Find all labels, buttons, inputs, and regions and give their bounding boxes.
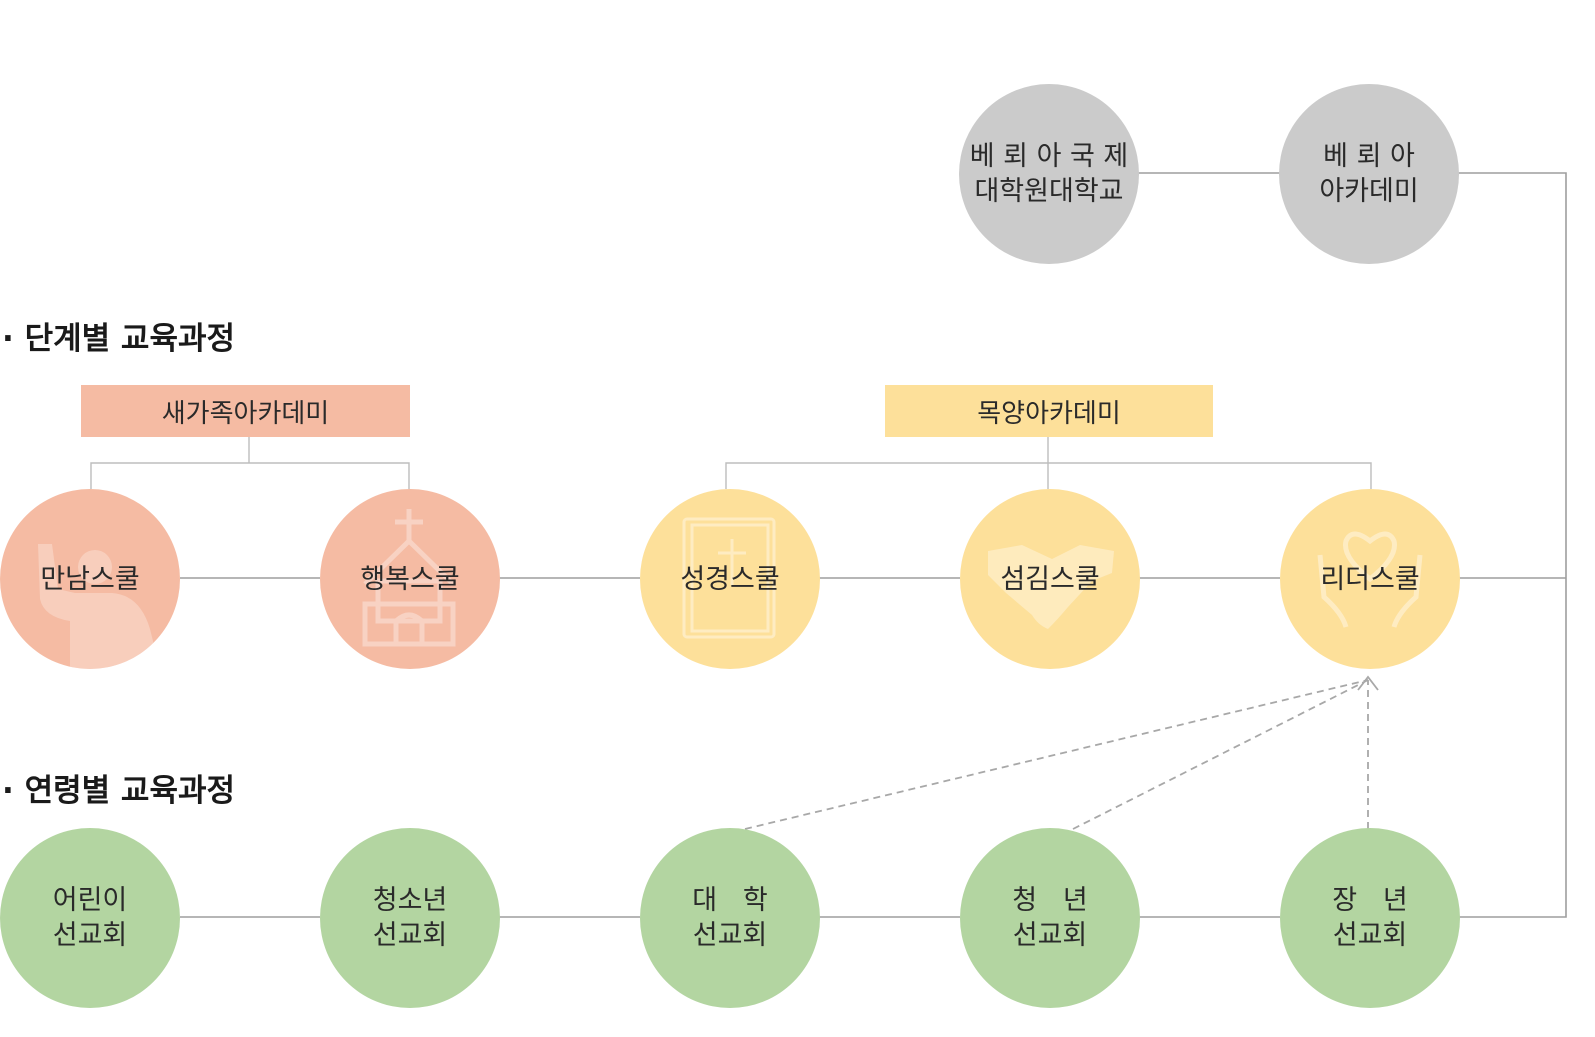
node-youth-line2: 선교회 [1012,920,1088,951]
node-adult-line1: 장 년 [1332,885,1408,916]
node-teen-mission: 청소년 선교회 [320,828,500,1008]
node-graduate-university: 베 뢰 아 국 제 대학원대학교 [959,84,1139,264]
bracket-connectors [90,436,1372,489]
section-title-age: · 연령별 교육과정 [2,773,236,809]
node-happiness-label: 행복스쿨 [360,563,460,595]
heart-hands-icon [1317,531,1423,628]
node-college-line2: 선교회 [692,920,768,951]
solid-connectors [180,172,1567,918]
node-teen-line2: 선교회 [372,920,448,951]
node-happiness-school: 행복스쿨 [320,489,500,669]
node-meeting-label: 만남스쿨 [40,563,140,595]
section-title-stage: · 단계별 교육과정 [2,321,236,357]
node-children-line2: 선교회 [52,920,128,951]
banner-family-academy: 새가족아카데미 [81,385,410,437]
node-youth-mission: 청 년 선교회 [960,828,1140,1008]
node-teen-line1: 청소년 [372,885,448,916]
connector-right-spine [1458,172,1567,918]
node-berea-line2: 아카데미 [1319,176,1419,207]
raised-hand-person-icon [38,544,160,669]
church-icon [362,509,456,647]
node-service-school: 섬김스쿨 [960,489,1140,669]
handshake-icon [988,545,1114,629]
node-leader-school: 리더스쿨 [1280,489,1460,669]
arrow-head-icon [1357,675,1379,691]
node-adult-mission: 장 년 선교회 [1280,828,1460,1008]
banner-pastoral-academy: 목양아카데미 [885,385,1213,437]
node-children-mission: 어린이 선교회 [0,828,180,1008]
bible-icon [682,517,776,639]
node-leader-label: 리더스쿨 [1320,563,1420,595]
node-berea-line1: 베 뢰 아 [1323,141,1415,172]
dashed-arrow-youth [1072,679,1369,830]
bracket-pastoral-bar [725,462,1372,489]
node-bible-school: 성경스쿨 [640,489,820,669]
node-meeting-school: 만남스쿨 [0,489,180,669]
node-adult-line2: 선교회 [1332,920,1408,951]
node-service-label: 섬김스쿨 [1000,563,1100,595]
dashed-arrow-college [744,679,1369,830]
dashed-arrows [744,679,1369,830]
node-college-mission: 대 학 선교회 [640,828,820,1008]
bracket-family-bar [90,462,410,489]
node-berea-academy: 베 뢰 아 아카데미 [1279,84,1459,264]
node-youth-line1: 청 년 [1012,885,1088,916]
node-college-line1: 대 학 [692,885,768,916]
node-bible-label: 성경스쿨 [680,563,780,595]
node-children-line1: 어린이 [52,885,128,916]
node-graduate-line2: 대학원대학교 [974,176,1124,207]
node-graduate-line1: 베 뢰 아 국 제 [969,141,1129,172]
